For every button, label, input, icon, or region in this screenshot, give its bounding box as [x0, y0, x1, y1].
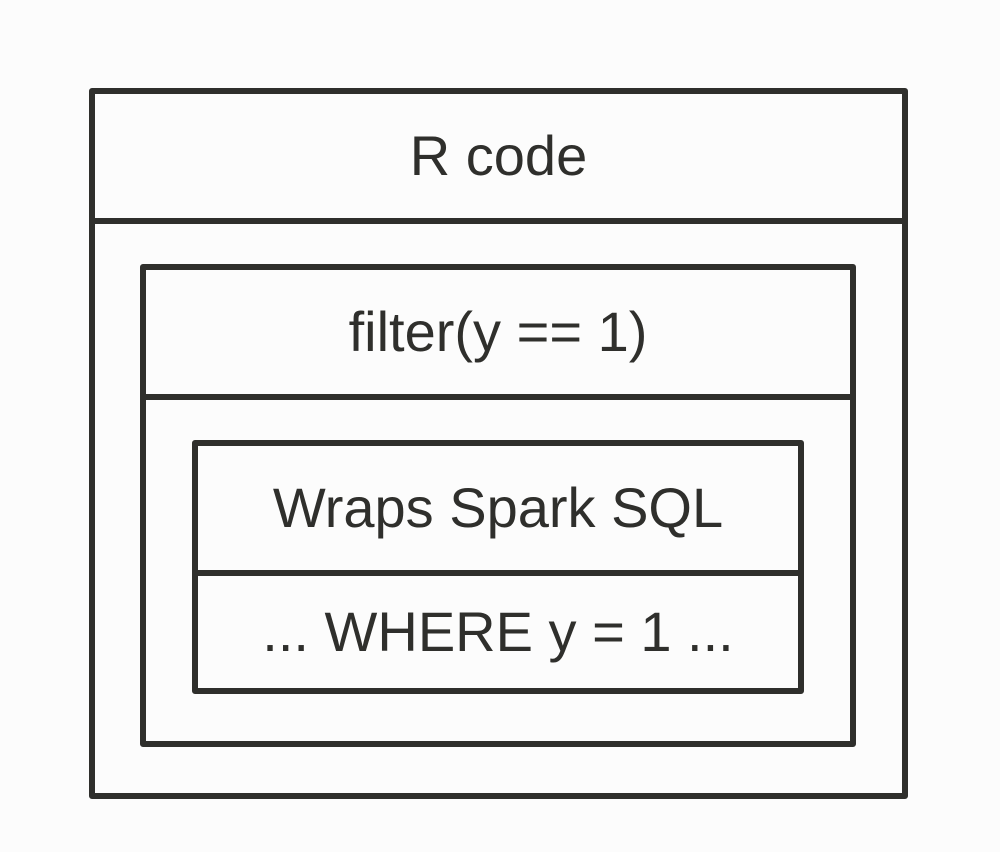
r-code-label: R code: [95, 94, 902, 224]
spark-sql-box: Wraps Spark SQL ... WHERE y = 1 ...: [192, 440, 804, 694]
spark-sql-label: Wraps Spark SQL: [198, 446, 798, 576]
filter-label: filter(y == 1): [146, 270, 850, 400]
sql-where-clause: ... WHERE y = 1 ...: [262, 600, 734, 663]
